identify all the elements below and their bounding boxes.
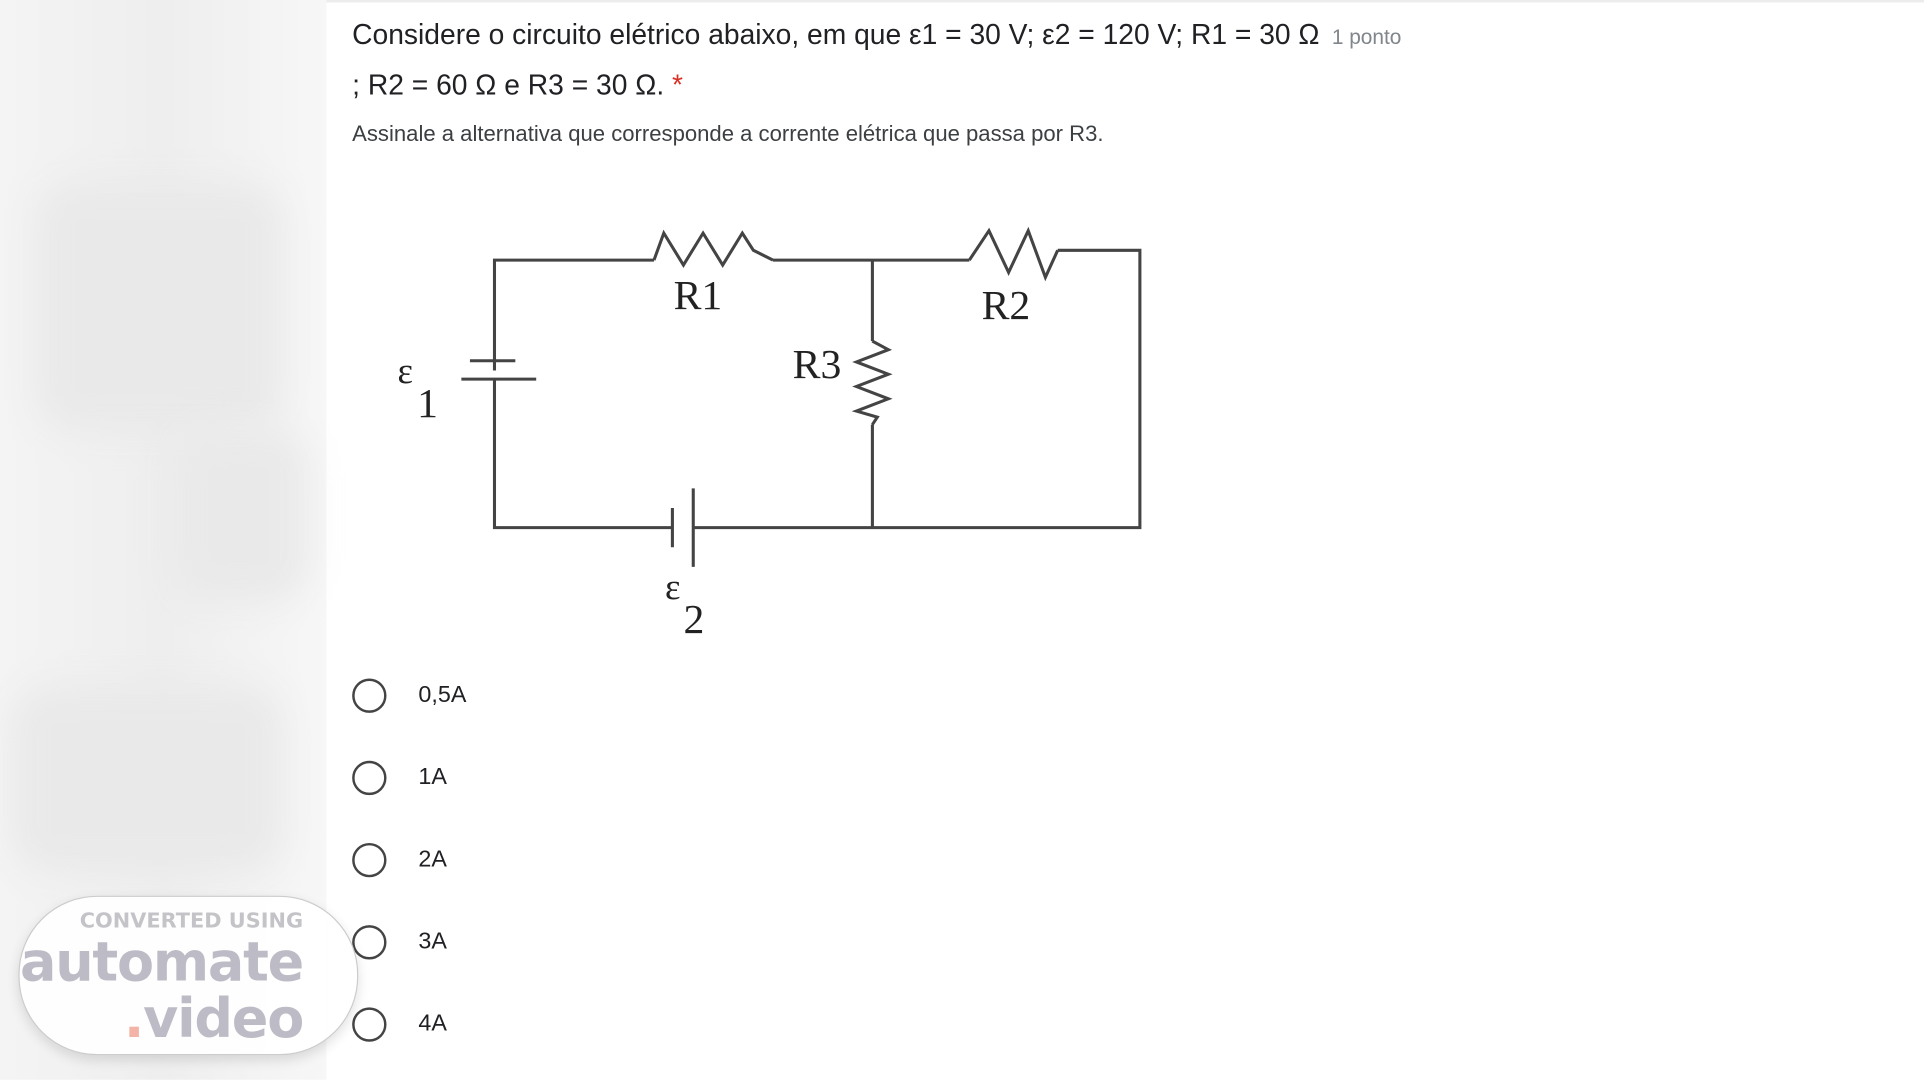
question-title-cont: ; R2 = 60 Ω e R3 = 30 Ω. * (352, 69, 683, 102)
watermark-brand-suffix: .video (123, 987, 304, 1051)
option-3a[interactable]: 3A (352, 921, 447, 963)
question-text: Considere o circuito elétrico abaixo, em… (352, 18, 1320, 51)
points-label: 1 ponto (1331, 25, 1402, 50)
divider (326, 0, 1924, 3)
resistor-r3 (851, 339, 893, 426)
label-e2-sub: 2 (683, 597, 704, 643)
radio-button[interactable] (352, 842, 387, 878)
watermark-caption: CONVERTED USING (79, 909, 304, 934)
option-label: 1A (418, 764, 447, 791)
resistor-r1 (652, 229, 774, 268)
option-label: 0,5A (418, 682, 467, 708)
label-r1: R1 (674, 273, 723, 319)
option-label: 4A (418, 1011, 447, 1037)
option-2a[interactable]: 2A (352, 839, 447, 881)
option-label: 3A (418, 928, 447, 955)
radio-button[interactable] (352, 925, 387, 960)
question-text-cont: ; R2 = 60 Ω e R3 = 30 Ω. (352, 68, 665, 101)
label-r2: R2 (982, 283, 1031, 329)
question-title: Considere o circuito elétrico abaixo, em… (352, 18, 1401, 51)
label-e1: ε (398, 350, 413, 391)
option-label: 2A (418, 846, 447, 873)
watermark-dot: . (123, 987, 144, 1051)
question-description: Assinale a alternativa que corresponde a… (352, 121, 1104, 147)
label-e2: ε (665, 566, 680, 607)
radio-button[interactable] (352, 1007, 387, 1042)
radio-button[interactable] (352, 760, 387, 796)
required-mark: * (672, 68, 684, 101)
watermark-badge: CONVERTED USING automate .video (18, 895, 359, 1056)
resistor-r2 (968, 226, 1060, 282)
option-1a[interactable]: 1A (352, 757, 447, 799)
radio-button[interactable] (352, 678, 387, 713)
wire (492, 248, 1142, 530)
label-r3: R3 (793, 342, 842, 388)
watermark-brand: automate (19, 931, 304, 994)
watermark-video: video (143, 987, 304, 1051)
option-4a[interactable]: 4A (352, 1004, 447, 1046)
battery-e2 (670, 488, 695, 567)
battery-e1 (461, 359, 537, 381)
label-e1-sub: 1 (417, 381, 438, 427)
option-0-5a[interactable]: 0,5A (352, 675, 466, 717)
